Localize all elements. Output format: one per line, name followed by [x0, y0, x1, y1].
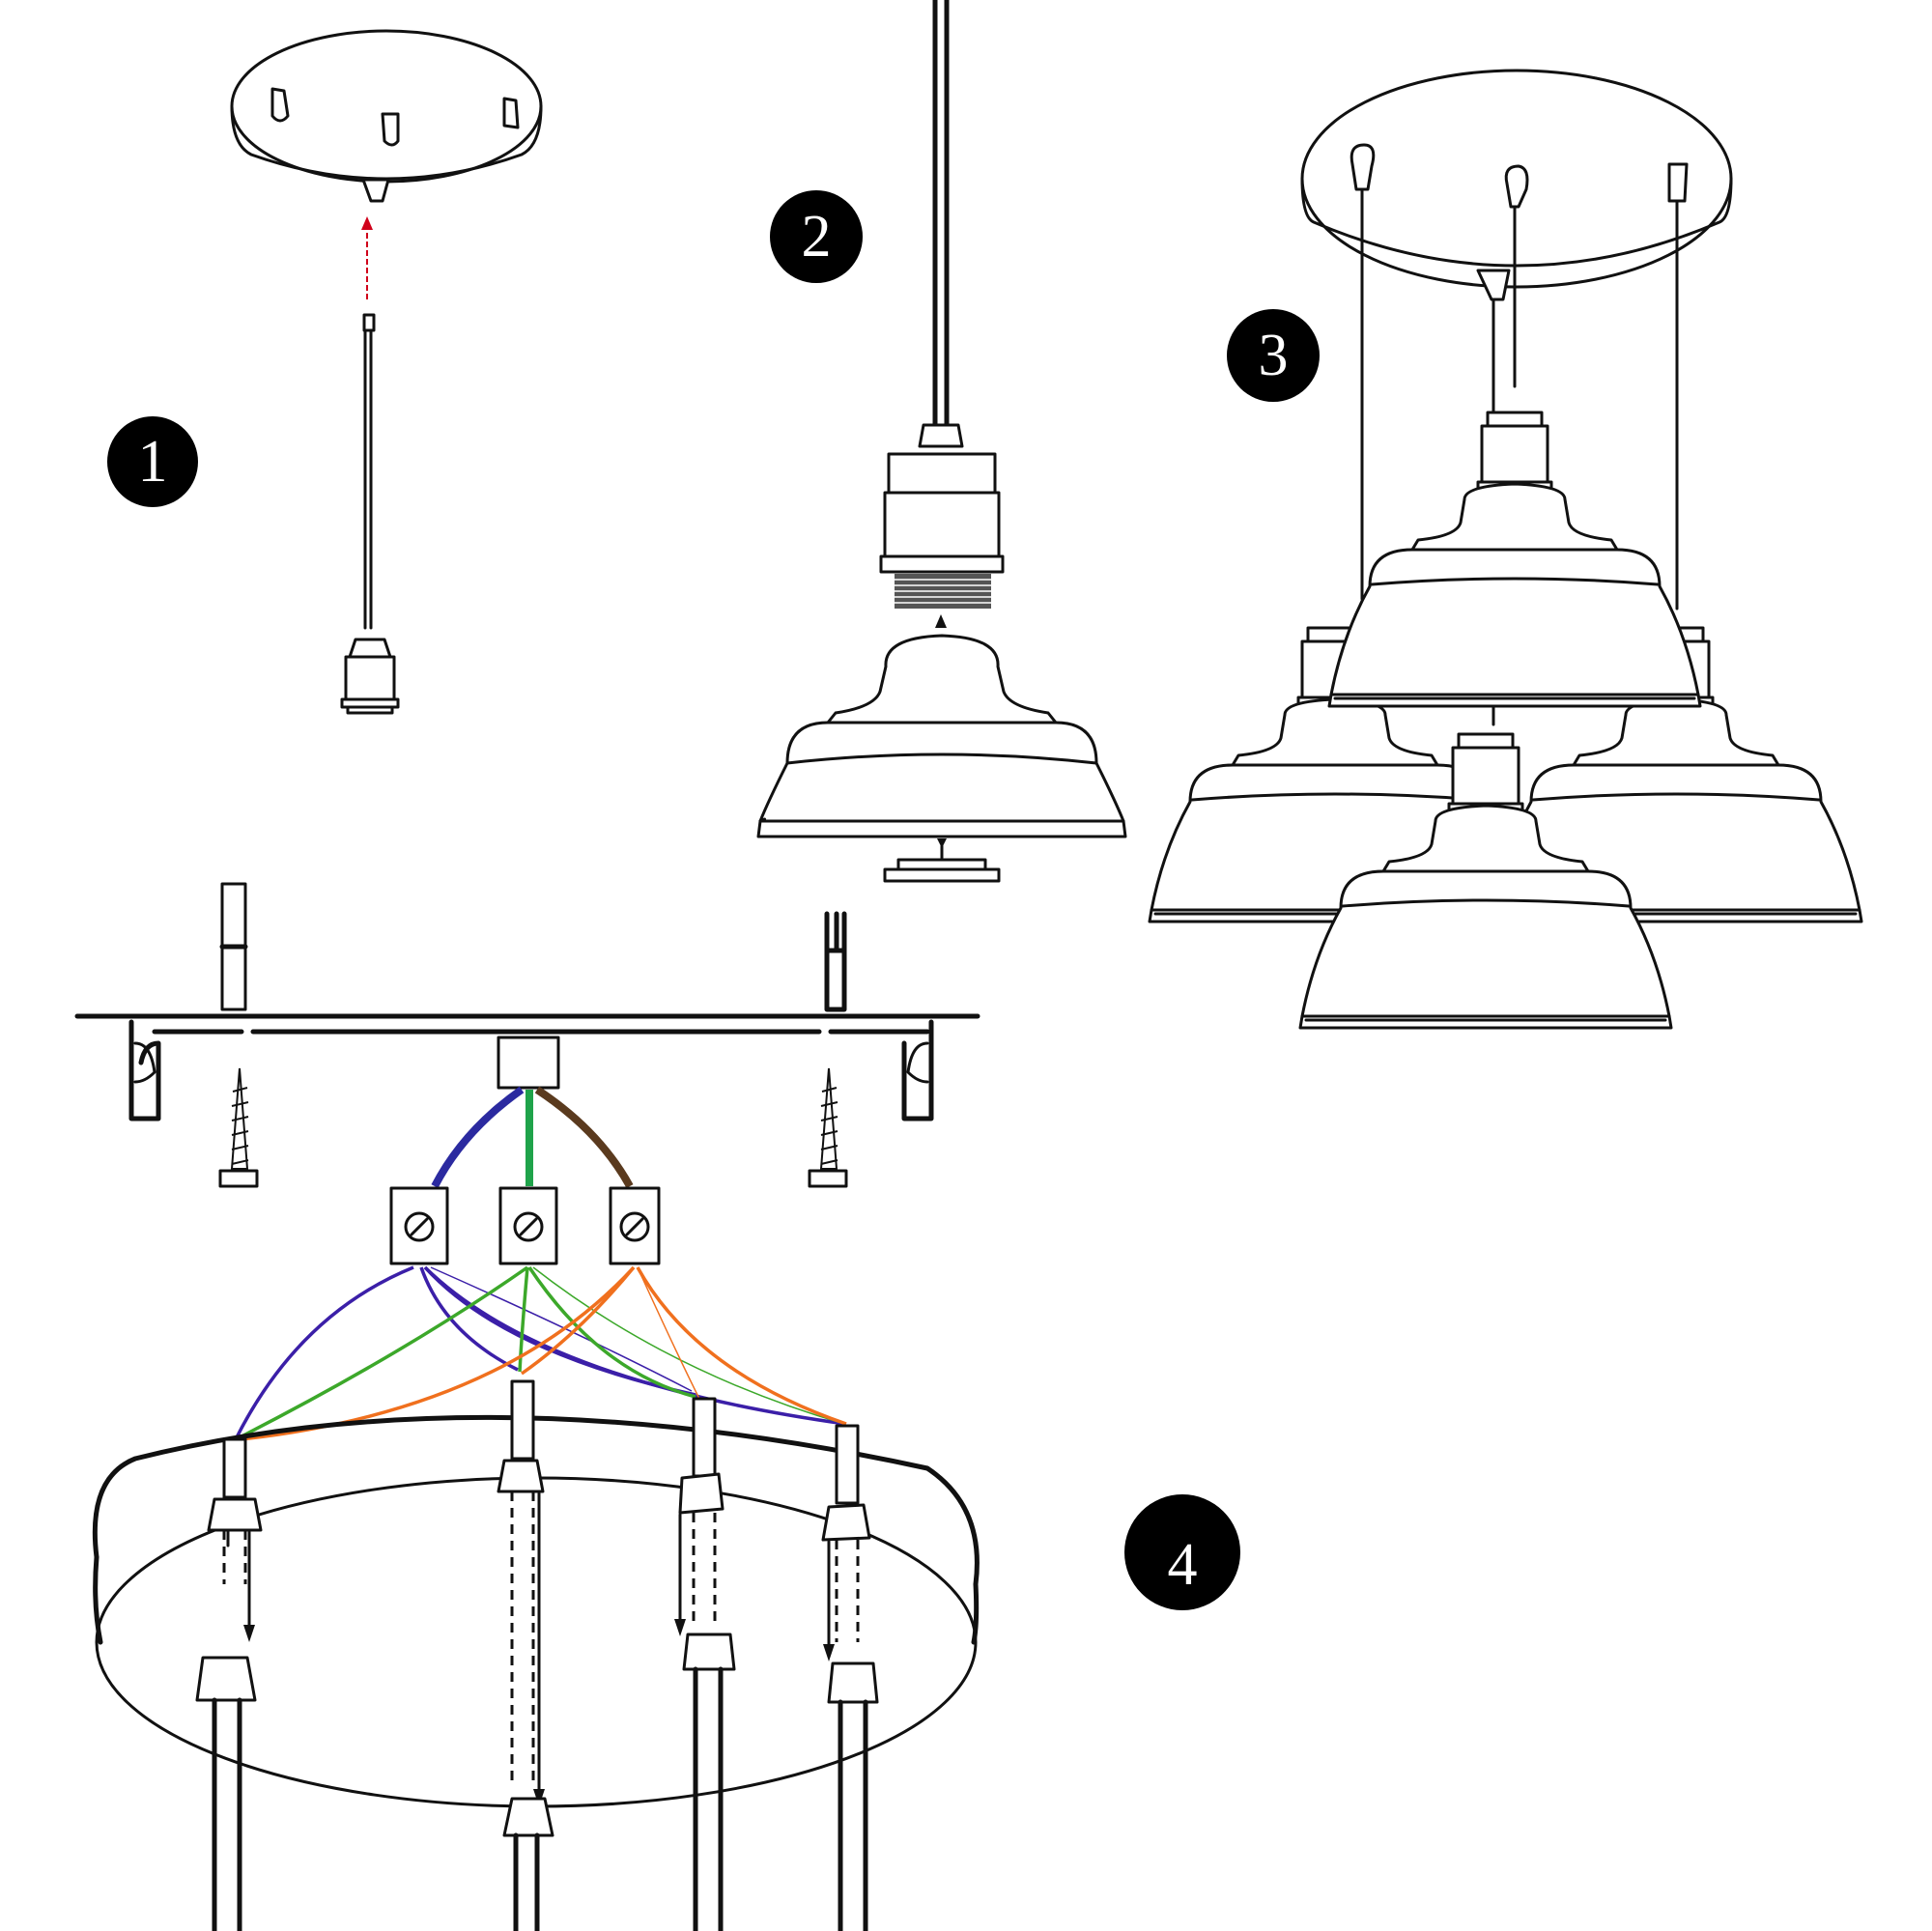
step4-screw-left: [218, 1067, 259, 1188]
step4-mounting-bracket: [74, 882, 980, 1122]
step3-lamp-top: [1327, 411, 1702, 708]
step3-number: 3: [1259, 323, 1289, 388]
step2-number: 2: [802, 204, 832, 270]
step3-badge: 3: [1227, 309, 1320, 402]
step2-illustration: [756, 0, 1127, 883]
step4-badge: 4: [1124, 1494, 1240, 1610]
step1-slot-left: [270, 87, 290, 123]
step4-terminal-blue: [389, 1186, 449, 1265]
step2-badge: 2: [770, 190, 863, 283]
step1-badge: 1: [107, 416, 198, 507]
step3-illustration: [1148, 69, 1863, 1030]
step4-illustration: [74, 882, 980, 1931]
step4-number: 4: [1168, 1532, 1198, 1598]
step4-cord-3: [674, 1397, 736, 1931]
step4-cord-2: [497, 1379, 554, 1931]
step1-slot-mid: [381, 112, 400, 147]
step1-canopy-top: [230, 29, 543, 184]
step4-terminal-green: [498, 1186, 558, 1265]
step4-cord-4: [821, 1424, 879, 1931]
step4-supply-wire-brown: [534, 1086, 634, 1188]
step1-slot-right: [502, 97, 520, 129]
step4-terminal-brown: [609, 1186, 661, 1265]
step2-socket-thread: [895, 574, 991, 609]
step4-screw-right: [808, 1067, 848, 1188]
step1-illustration: [230, 29, 543, 715]
step2-shade: [756, 634, 1127, 838]
step4-lamp-wires: [235, 1265, 847, 1441]
step4-cord-1: [195, 1437, 263, 1931]
step1-center-grip: [361, 178, 390, 203]
step2-socket: [887, 452, 997, 495]
step1-number: 1: [138, 429, 168, 495]
step4-supply-wire-blue: [431, 1086, 525, 1188]
